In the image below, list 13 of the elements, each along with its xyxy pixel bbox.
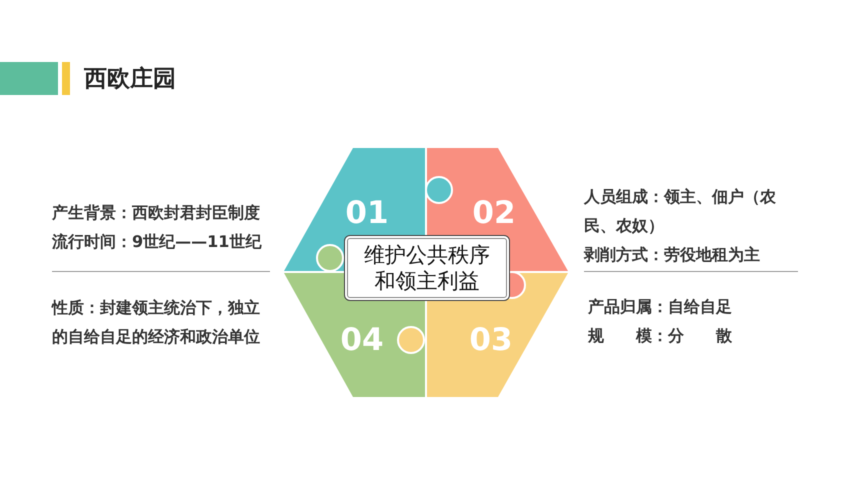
info-text: 性质：封建领主统治下，独立的自给自足的经济和政治单位 [52, 297, 261, 348]
piece-number: 02 [472, 196, 516, 230]
piece-number: 01 [345, 196, 389, 230]
piece-number: 04 [340, 323, 384, 357]
title: 西欧庄园 [84, 65, 176, 94]
info-text: 流行时间：9世纪——11世纪 [52, 231, 262, 253]
info-text: 剥削方式：劳役地租为主 [584, 244, 760, 266]
info-text: 规 模：分 散 [588, 325, 732, 347]
center-text-box: 维护公共秩序和领主利益 [344, 235, 510, 301]
info-text: 产生背景：西欧封君封臣制度 [52, 202, 260, 224]
info-text: 产品归属：自给自足 [588, 296, 732, 318]
info-text: 人员组成：领主、佃户（农民、农奴） [584, 186, 777, 237]
piece-number: 03 [469, 323, 513, 357]
